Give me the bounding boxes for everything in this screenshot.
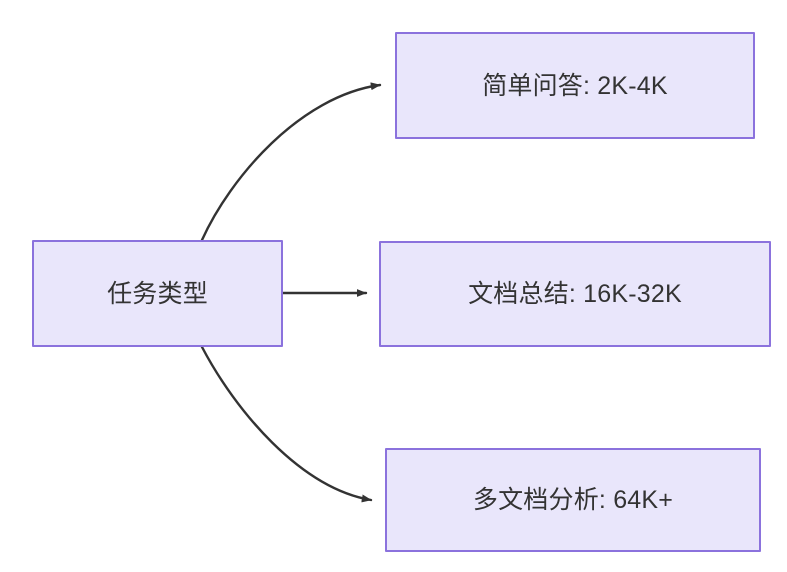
node-doc-summary[interactable]: 文档总结: 16K-32K: [379, 241, 771, 347]
node-task-type-label: 任务类型: [107, 279, 208, 308]
node-simple-qa-label: 简单问答: 2K-4K: [482, 71, 668, 100]
node-multi-doc-label: 多文档分析: 64K+: [472, 486, 674, 514]
node-simple-qa[interactable]: 简单问答: 2K-4K: [395, 32, 755, 139]
node-task-type[interactable]: 任务类型: [32, 240, 283, 347]
edge-root-to-multi-doc: [200, 345, 373, 503]
node-doc-summary-label: 文档总结: 16K-32K: [468, 280, 682, 308]
edge-root-to-simple-qa: [200, 82, 382, 242]
node-multi-doc[interactable]: 多文档分析: 64K+: [385, 448, 761, 552]
